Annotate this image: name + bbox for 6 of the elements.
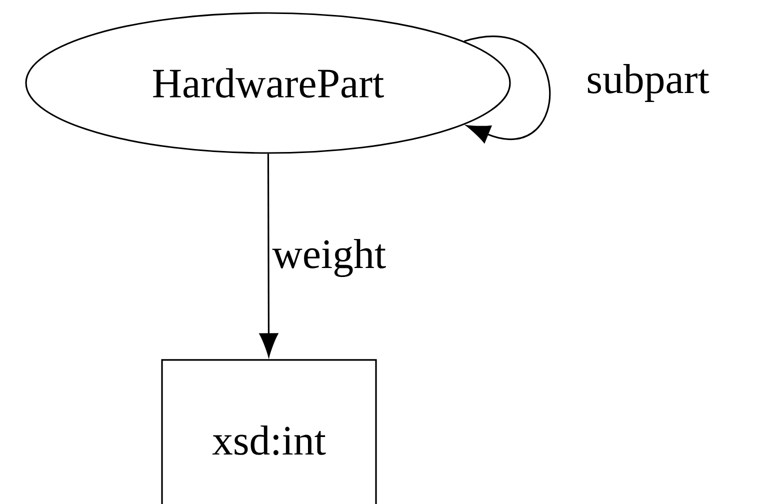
edge-label: weight [271, 238, 388, 278]
arrow [464, 36, 550, 143]
edge-label: subpart [585, 63, 710, 103]
ellipse-node: HardwarePart [25, 12, 511, 154]
box-node: xsd:int [161, 359, 377, 504]
arrow [259, 154, 278, 357]
